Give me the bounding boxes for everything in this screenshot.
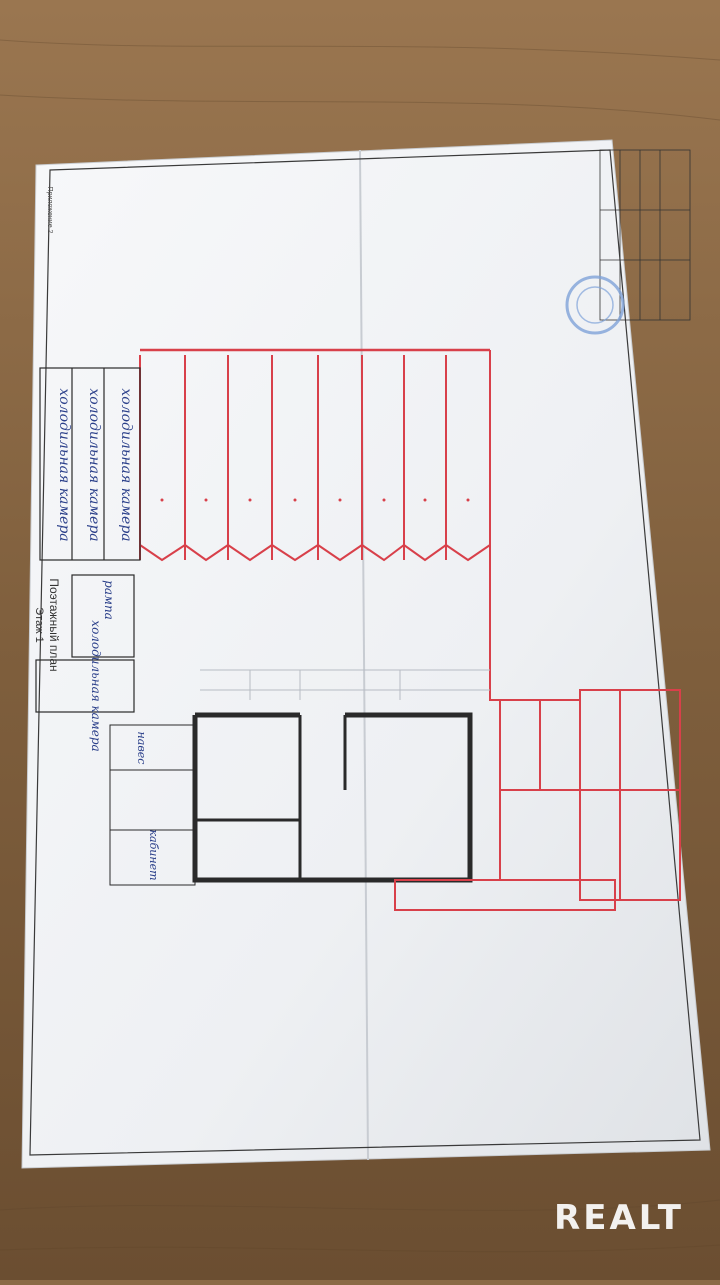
red-annex-rooms bbox=[394, 590, 681, 911]
handwritten-chamber-2: холодильная камера bbox=[86, 388, 102, 541]
handwritten-chamber-4: холодильная камера bbox=[89, 620, 103, 751]
plan-appendix: Приложение 2 bbox=[46, 187, 53, 234]
handwritten-office: кабинет bbox=[147, 829, 160, 880]
plan-title: Поэтажный план bbox=[47, 578, 61, 671]
plan-floor: Этаж 1 bbox=[33, 607, 45, 642]
faint-grid bbox=[200, 669, 490, 700]
paper-fold bbox=[359, 149, 369, 1161]
handwritten-chamber-3: холодильная камера bbox=[118, 388, 134, 541]
dimension-marks bbox=[160, 498, 470, 502]
wood-grain bbox=[0, 39, 720, 1253]
handwritten-canopy: навес bbox=[135, 732, 148, 765]
drawing-frame bbox=[29, 149, 701, 1156]
handwritten-ramp: рампа bbox=[102, 580, 116, 620]
official-stamp bbox=[565, 275, 625, 335]
handwritten-chambers bbox=[35, 367, 141, 713]
realt-watermark: REALT bbox=[554, 1198, 684, 1238]
handwritten-chamber-1: холодильная камера bbox=[56, 388, 72, 541]
handwritten-annex bbox=[109, 724, 196, 886]
